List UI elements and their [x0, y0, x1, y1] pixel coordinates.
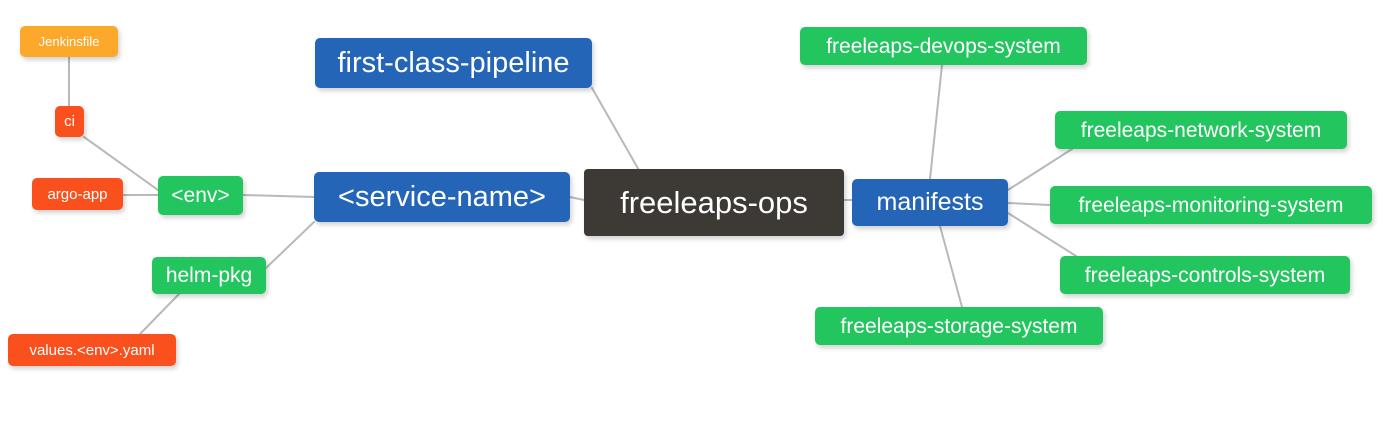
node-label: freeleaps-ops	[620, 185, 808, 220]
node-env[interactable]: <env>	[158, 176, 243, 215]
edge-manifests-to-devops	[929, 64, 943, 180]
node-label: <env>	[171, 184, 230, 207]
edge-manifests-to-monitoring	[1007, 202, 1051, 206]
edge-service-to-pipeline	[591, 87, 641, 173]
node-storage[interactable]: freeleaps-storage-system	[815, 307, 1103, 345]
node-label: argo-app	[47, 185, 108, 203]
edge-env-to-ci	[83, 136, 159, 191]
node-label: values.<env>.yaml	[29, 341, 155, 359]
edge-manifests-to-controls	[1007, 212, 1077, 257]
node-label: first-class-pipeline	[337, 46, 570, 79]
edge-service-to-helm	[265, 221, 315, 269]
node-manifests[interactable]: manifests	[852, 179, 1008, 226]
node-label: freeleaps-devops-system	[826, 34, 1061, 58]
node-helm[interactable]: helm-pkg	[152, 257, 266, 294]
node-label: freeleaps-monitoring-system	[1078, 193, 1344, 217]
node-label: ci	[64, 113, 75, 130]
node-ci[interactable]: ci	[55, 106, 84, 137]
edge-helm-to-valuesyaml	[139, 293, 180, 335]
edge-root-to-service	[569, 196, 585, 201]
node-argoapp[interactable]: argo-app	[32, 178, 123, 210]
node-label: freeleaps-storage-system	[840, 314, 1078, 338]
node-label: <service-name>	[338, 180, 546, 213]
node-pipeline[interactable]: first-class-pipeline	[315, 38, 592, 88]
node-valuesyaml[interactable]: values.<env>.yaml	[8, 334, 176, 366]
edge-manifests-to-network	[1007, 148, 1073, 191]
edge-manifests-to-storage	[939, 225, 963, 308]
edge-service-to-env	[242, 194, 315, 198]
node-label: freeleaps-network-system	[1080, 118, 1322, 142]
node-network[interactable]: freeleaps-network-system	[1055, 111, 1347, 149]
node-label: freeleaps-controls-system	[1084, 263, 1326, 287]
node-jenkinsfile[interactable]: Jenkinsfile	[20, 26, 118, 57]
node-label: manifests	[876, 188, 984, 216]
node-service[interactable]: <service-name>	[314, 172, 570, 222]
node-monitoring[interactable]: freeleaps-monitoring-system	[1050, 186, 1372, 224]
node-root[interactable]: freeleaps-ops	[584, 169, 844, 236]
node-devops[interactable]: freeleaps-devops-system	[800, 27, 1087, 65]
node-label: Jenkinsfile	[38, 34, 100, 49]
node-label: helm-pkg	[165, 264, 253, 287]
node-controls[interactable]: freeleaps-controls-system	[1060, 256, 1350, 294]
